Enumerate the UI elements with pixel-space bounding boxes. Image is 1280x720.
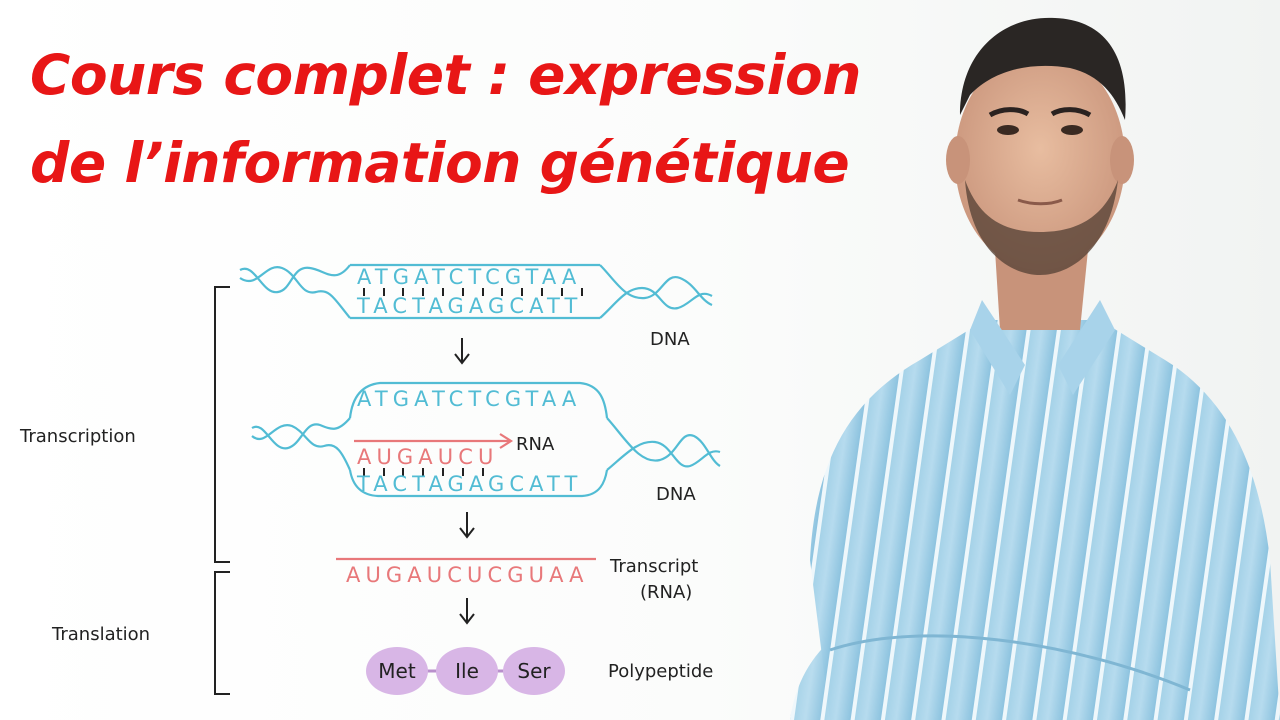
transcript-label: Transcript (609, 556, 698, 577)
arrow-down-icon (454, 338, 470, 365)
dna-double-helix-2 (251, 381, 721, 498)
transcription-label: Transcription (19, 426, 136, 447)
dna1-top-strand: ATGATCTCGTAA (357, 265, 581, 289)
translation-label: Translation (51, 624, 150, 645)
transcription-bracket (214, 286, 230, 563)
amino-acid-label: Ser (517, 659, 551, 683)
transcript-label-rna: (RNA) (640, 582, 692, 603)
dna2-base-pair-ticks (363, 468, 484, 476)
dna2-top-strand: ATGATCTCGTAA (357, 387, 581, 411)
dna1-base-pair-ticks (363, 288, 583, 296)
arrow-down-icon (459, 598, 475, 625)
polypeptide-label: Polypeptide (608, 661, 713, 682)
amino-acid-met (366, 647, 428, 695)
rna-label: RNA (516, 434, 555, 455)
title-line-2: de l’information génétique (30, 131, 850, 195)
polypeptide-chain: Met Ile Ser (366, 647, 565, 695)
amino-acid-ser (503, 647, 565, 695)
rna-growing-arrow (354, 433, 514, 449)
dna-double-helix-1 (239, 263, 713, 320)
title-line-1: Cours complet : expression (30, 43, 861, 107)
translation-bracket (214, 571, 230, 695)
gene-expression-diagram: Transcription Translation ATGATCTCGTAA T… (19, 263, 721, 695)
dna2-label: DNA (656, 484, 696, 505)
amino-acid-label: Ile (455, 659, 479, 683)
presenter-photo (790, 17, 1280, 720)
amino-acid-ile (436, 647, 498, 695)
rna-partial-strand: AUGAUCU (357, 445, 498, 469)
amino-acid-label: Met (378, 659, 416, 683)
transcript-sequence: AUGAUCUCGUAA (346, 563, 589, 587)
dna1-bottom-strand: TACTAGAGCATT (356, 294, 582, 318)
arrow-down-icon (459, 512, 475, 539)
dna2-bottom-strand: TACTAGAGCATT (356, 472, 582, 496)
dna1-label: DNA (650, 329, 690, 350)
